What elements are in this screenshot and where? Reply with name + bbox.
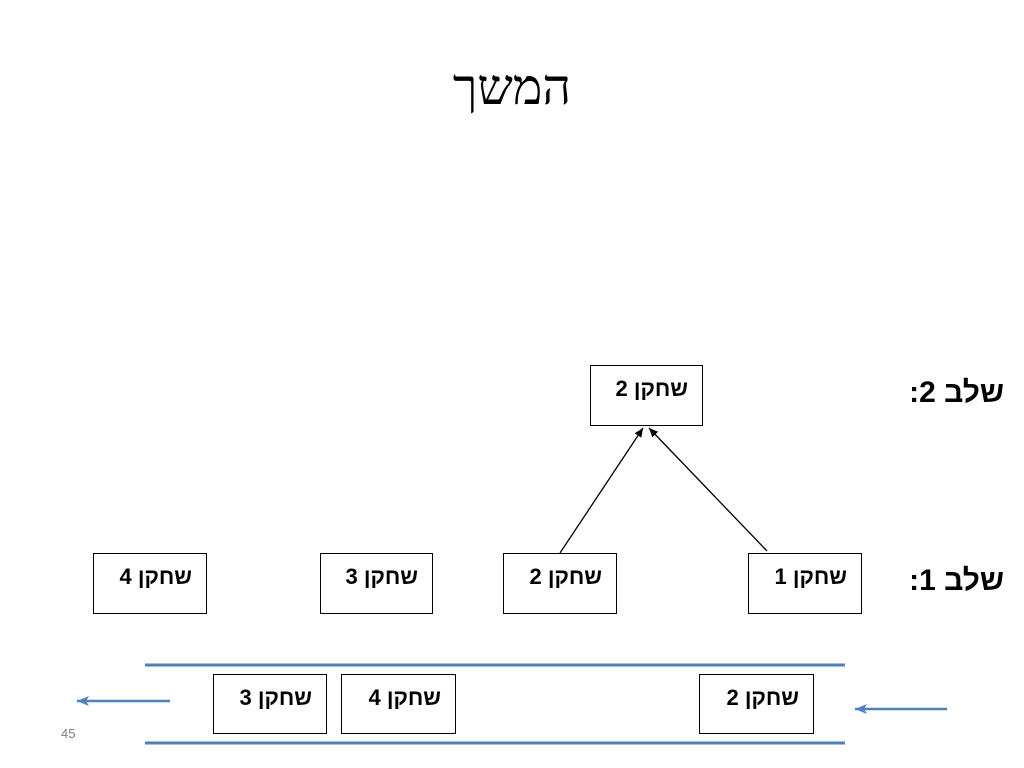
page-number: 45 [61,726,76,741]
stage1-player-3-box: שחקן 3 [320,553,433,614]
slide-title: המשך [452,59,572,115]
stage2-winner-box: שחקן 2 [590,365,703,426]
arrow-player2-to-winner [559,427,644,554]
stage1-player-1-box: שחקן 1 [748,553,862,614]
arrow-player1-to-winner [648,427,768,552]
queue-player-3-box: שחקן 3 [213,674,327,734]
queue-player-4-box: שחקן 4 [341,674,456,734]
queue-player-2-box: שחקן 2 [699,674,814,734]
stage1-player-2-box: שחקן 2 [503,553,617,614]
stage1-player-4-box: שחקן 4 [93,553,207,614]
stage2-label: שלב 2: [909,376,1004,409]
stage1-label: שלב 1: [909,564,1004,597]
